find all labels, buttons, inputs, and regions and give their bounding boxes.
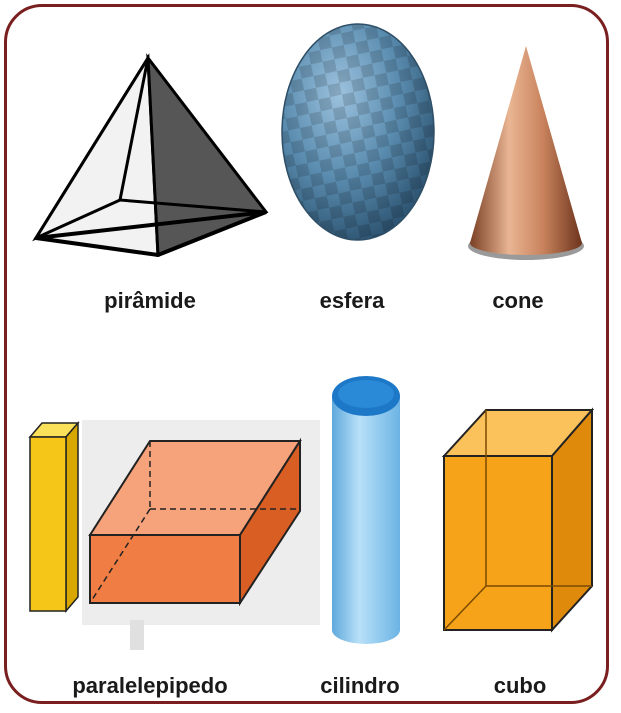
cube-label: cubo (494, 673, 547, 699)
sphere-label: esfera (320, 288, 385, 314)
cylinder-shape (326, 370, 406, 650)
cone-label: cone (492, 288, 543, 314)
cylinder-label: cilindro (320, 673, 399, 699)
parallelepiped-shape (22, 415, 322, 655)
cone-shape (460, 38, 590, 268)
parallelepiped-label: paralelepipedo (72, 673, 227, 699)
pyramid-shape (18, 50, 273, 260)
pyramid-label: pirâmide (104, 288, 196, 314)
sphere-shape (278, 20, 438, 245)
cube-shape (436, 400, 601, 635)
